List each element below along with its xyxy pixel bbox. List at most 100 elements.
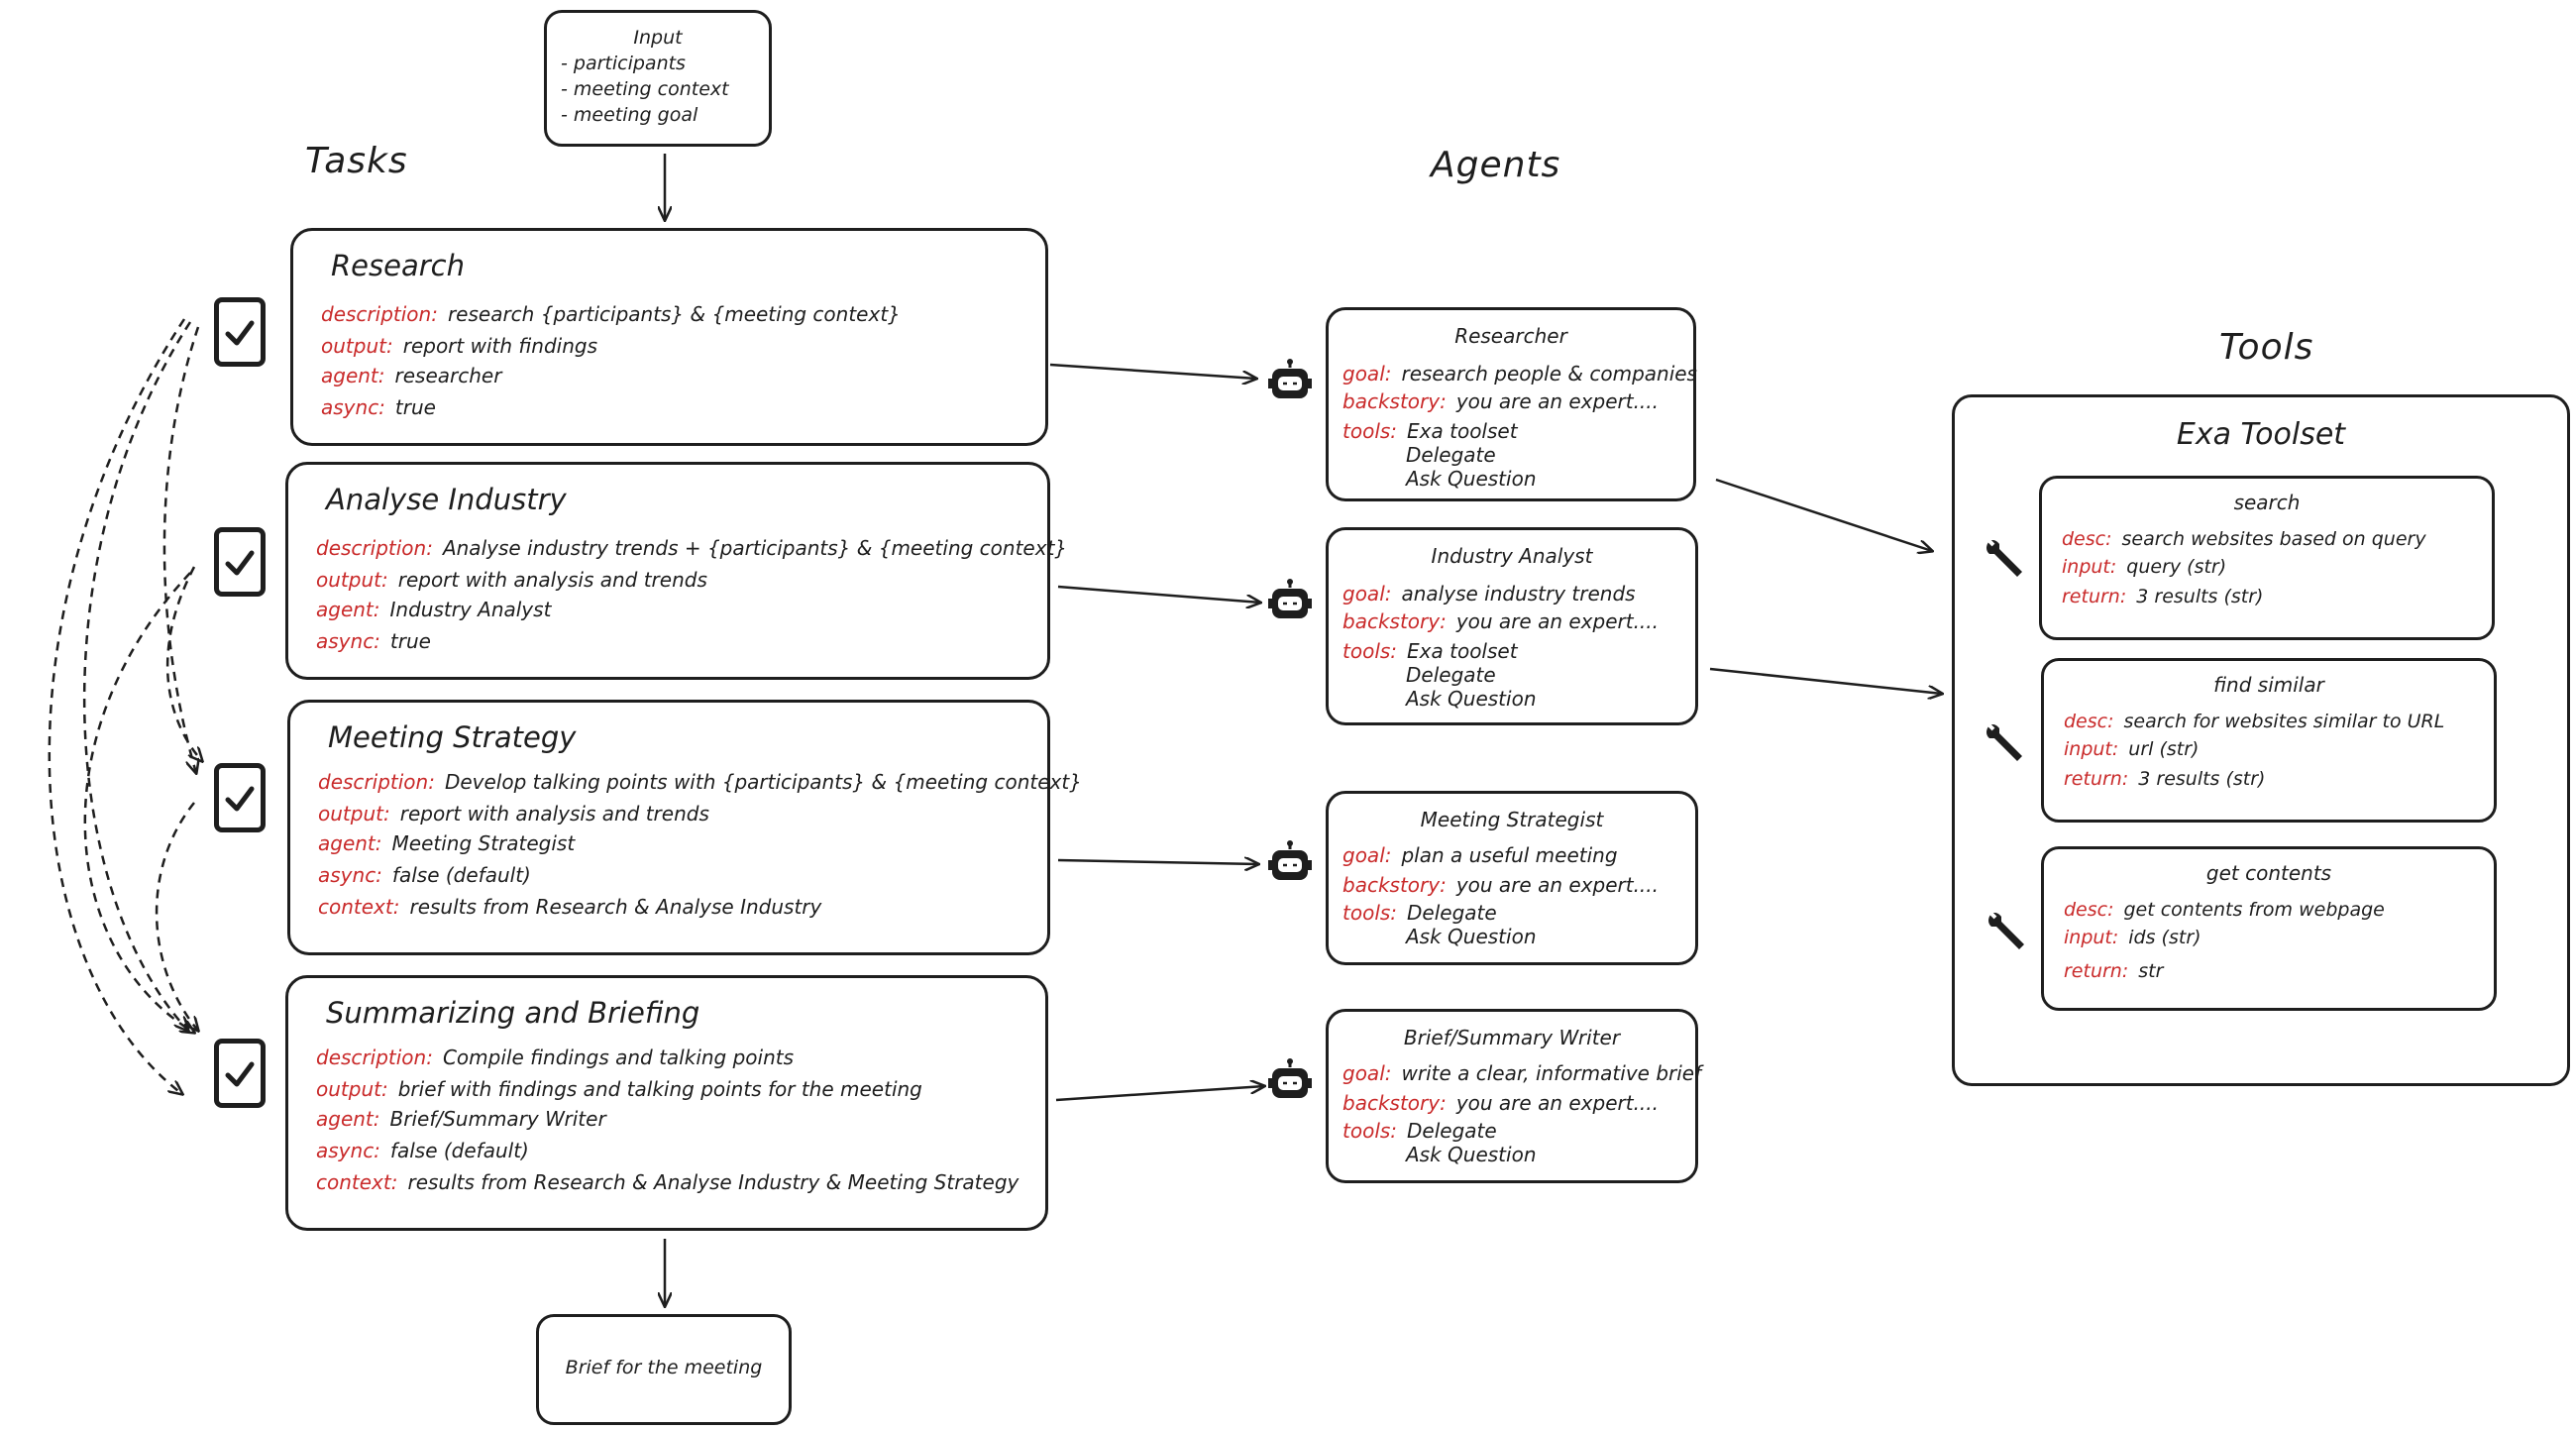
output-box: Brief for the meeting	[536, 1314, 792, 1425]
agent-title: Brief/Summary Writer	[1403, 1026, 1621, 1049]
agent-field-backstory: backstory:you are an expert....	[1342, 1091, 1659, 1115]
arrow-summary-to-writer	[1055, 1086, 1264, 1102]
tool-field-input: input:url (str)	[2064, 738, 2200, 760]
context-arrow-analyse-to-strategy	[165, 566, 202, 761]
wrench-icon	[1982, 719, 2027, 769]
tool-field-return: return:3 results (str)	[2064, 768, 2266, 790]
tool-field-return: return:3 results (str)	[2062, 586, 2264, 607]
task-field-async: async:false (default)	[318, 863, 531, 887]
input-title: Input	[633, 27, 683, 49]
task-title: Analyse Industry	[326, 483, 567, 516]
agent-tool-item: Ask Question	[1406, 467, 1537, 491]
agent-card-industry-analyst: Industry Analyst goal:analyse industry t…	[1326, 527, 1698, 725]
arrow-strategy-to-strategist	[1057, 860, 1258, 864]
tool-field-input: input:query (str)	[2062, 556, 2227, 578]
agent-field-tools: tools:Exa toolset	[1342, 419, 1518, 443]
arrow-research-to-researcher	[1049, 363, 1256, 379]
context-arrow-research-to-summary-b	[48, 318, 184, 1094]
agent-field-goal: goal:analyse industry trends	[1342, 582, 1636, 605]
agent-field-goal: goal:plan a useful meeting	[1342, 843, 1618, 867]
task-title: Meeting Strategy	[328, 720, 577, 754]
checkbox-icon	[214, 1039, 266, 1108]
robot-icon	[1268, 359, 1312, 408]
task-field-description: description:Compile findings and talking…	[316, 1046, 795, 1069]
task-field-agent: agent:Meeting Strategist	[318, 831, 576, 855]
checkbox-icon	[214, 763, 266, 832]
input-item: - participants	[561, 53, 686, 74]
tasks-header: Tasks	[305, 141, 408, 181]
task-field-context: context:results from Research & Analyse …	[318, 895, 822, 919]
wrench-icon	[1984, 908, 2029, 957]
task-field-description: description:research {participants} & {m…	[321, 302, 901, 326]
wrench-icon	[1982, 535, 2027, 585]
agent-tool-item: Ask Question	[1406, 925, 1537, 948]
task-field-description: description:Develop talking points with …	[318, 770, 1082, 794]
task-card-meeting-strategy: Meeting Strategy description:Develop tal…	[287, 700, 1082, 955]
checkbox-icon	[214, 297, 266, 367]
agents-header: Agents	[1431, 145, 1561, 185]
task-card-research: Research description:research {participa…	[290, 228, 1048, 446]
robot-icon	[1268, 840, 1312, 890]
agent-title: Industry Analyst	[1431, 544, 1593, 568]
context-arrow-research-to-strategy	[162, 326, 198, 773]
task-field-async: async:true	[321, 395, 436, 419]
arrow-researcher-to-toolset	[1715, 478, 1932, 551]
tool-field-desc: desc:get contents from webpage	[2064, 899, 2385, 921]
tool-card-get-contents: get contents desc:get contents from webp…	[2041, 846, 2497, 1011]
arrow-analyse-to-analyst	[1057, 585, 1260, 603]
tool-field-desc: desc:search for websites similar to URL	[2064, 711, 2445, 732]
agent-tool-item: Delegate	[1406, 663, 1496, 687]
agent-tool-item: Delegate	[1406, 443, 1496, 467]
agent-card-brief-writer: Brief/Summary Writer goal:write a clear,…	[1326, 1009, 1702, 1183]
task-field-agent: agent:researcher	[321, 364, 502, 387]
task-field-agent: agent:Industry Analyst	[316, 598, 552, 621]
agent-title: Meeting Strategist	[1420, 808, 1604, 831]
agent-field-tools: tools:Exa toolset	[1342, 639, 1518, 663]
context-arrow-strategy-to-summary	[155, 802, 198, 1031]
task-field-output: output:report with findings	[321, 334, 598, 358]
context-arrow-research-to-summary-a	[82, 321, 192, 1031]
task-field-async: async:false (default)	[316, 1139, 529, 1162]
task-field-output: output:report with analysis and trends	[316, 568, 707, 592]
agent-field-goal: goal:research people & companies	[1342, 362, 1697, 385]
input-item: - meeting goal	[561, 104, 698, 126]
input-box: Input - participants - meeting context -…	[544, 10, 772, 147]
agent-card-meeting-strategist: Meeting Strategist goal:plan a useful me…	[1326, 791, 1698, 965]
output-text: Brief for the meeting	[565, 1357, 763, 1378]
agent-field-tools: tools:Delegate	[1342, 1119, 1497, 1143]
tool-card-find-similar: find similar desc:search for websites si…	[2041, 658, 2497, 823]
task-title: Research	[331, 249, 465, 282]
agent-field-backstory: backstory:you are an expert....	[1342, 389, 1659, 413]
context-arrow-analyse-to-summary	[83, 572, 194, 1033]
agent-field-goal: goal:write a clear, informative brief	[1342, 1061, 1702, 1085]
tools-header: Tools	[2219, 327, 2314, 368]
task-field-output: output:brief with findings and talking p…	[316, 1077, 922, 1101]
task-card-summarizing-briefing: Summarizing and Briefing description:Com…	[285, 975, 1048, 1231]
tool-card-search: search desc:search websites based on que…	[2039, 476, 2495, 640]
tool-field-input: input:ids (str)	[2064, 927, 2201, 948]
robot-icon	[1268, 1058, 1312, 1108]
task-field-context: context:results from Research & Analyse …	[316, 1170, 1020, 1194]
input-item: - meeting context	[561, 78, 729, 100]
agent-card-researcher: Researcher goal:research people & compan…	[1326, 307, 1697, 501]
task-card-analyse-industry: Analyse Industry description:Analyse ind…	[285, 462, 1067, 680]
checkbox-icon	[214, 527, 266, 597]
tool-title: get contents	[2205, 861, 2332, 885]
task-field-async: async:true	[316, 629, 431, 653]
task-title: Summarizing and Briefing	[326, 996, 700, 1030]
toolset-title: Exa Toolset	[2176, 417, 2346, 452]
task-field-agent: agent:Brief/Summary Writer	[316, 1107, 606, 1131]
agent-field-backstory: backstory:you are an expert....	[1342, 873, 1659, 897]
robot-icon	[1268, 579, 1312, 628]
agent-field-backstory: backstory:you are an expert....	[1342, 609, 1659, 633]
task-field-description: description:Analyse industry trends + {p…	[316, 536, 1068, 560]
tool-title: find similar	[2213, 673, 2324, 697]
tool-field-return: return:str	[2064, 960, 2164, 982]
arrow-analyst-to-toolset	[1709, 667, 1942, 694]
agent-tool-item: Ask Question	[1406, 1143, 1537, 1166]
agent-field-tools: tools:Delegate	[1342, 901, 1497, 925]
tool-title: search	[2233, 491, 2301, 514]
agent-tool-item: Ask Question	[1406, 687, 1537, 711]
